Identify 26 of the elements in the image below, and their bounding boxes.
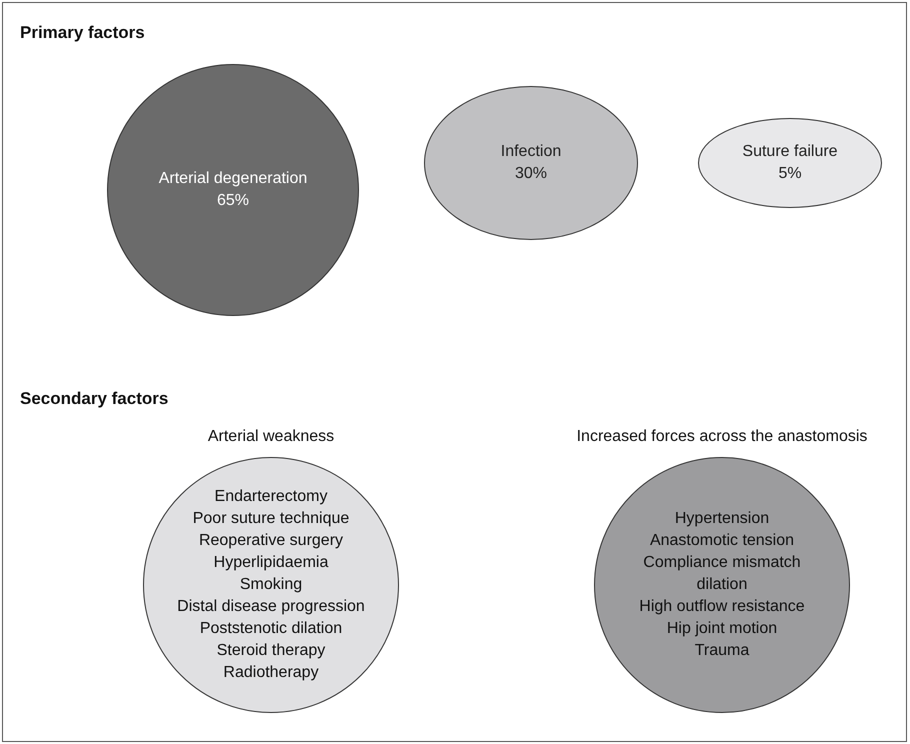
group-heading: Increased forces across the anastomosis (576, 427, 868, 447)
factor-item: Compliance mismatch (643, 553, 801, 573)
factor-label: 65% (216, 191, 250, 211)
factor-item: Anastomotic tension (650, 531, 794, 551)
factor-item: Hip joint motion (666, 619, 778, 639)
factor-item: Poststenotic dilation (200, 619, 342, 639)
section-heading: Secondary factors (20, 388, 168, 410)
factor-item: Steroid therapy (216, 641, 326, 661)
factor-item: Hyperlipidaemia (214, 553, 328, 573)
factor-item: Endarterectomy (214, 487, 328, 507)
factor-label: Suture failure (742, 142, 838, 162)
factor-item: Radiotherapy (223, 663, 319, 683)
factor-label: Arterial degeneration (158, 169, 308, 189)
factor-item: High outflow resistance (639, 597, 805, 617)
factor-item: Smoking (240, 575, 302, 595)
factor-item: Poor suture technique (192, 509, 350, 529)
section-heading: Primary factors (20, 22, 145, 44)
factor-label: 30% (514, 164, 548, 184)
factor-item: Trauma (694, 641, 750, 661)
factor-item: Reoperative surgery (198, 531, 344, 551)
factor-item: dilation (696, 575, 748, 595)
factor-item: Hypertension (674, 509, 770, 529)
group-heading: Arterial weakness (208, 427, 334, 447)
factor-label: 5% (778, 164, 802, 184)
factor-item: Distal disease progression (177, 597, 365, 617)
factor-label: Infection (500, 142, 562, 162)
